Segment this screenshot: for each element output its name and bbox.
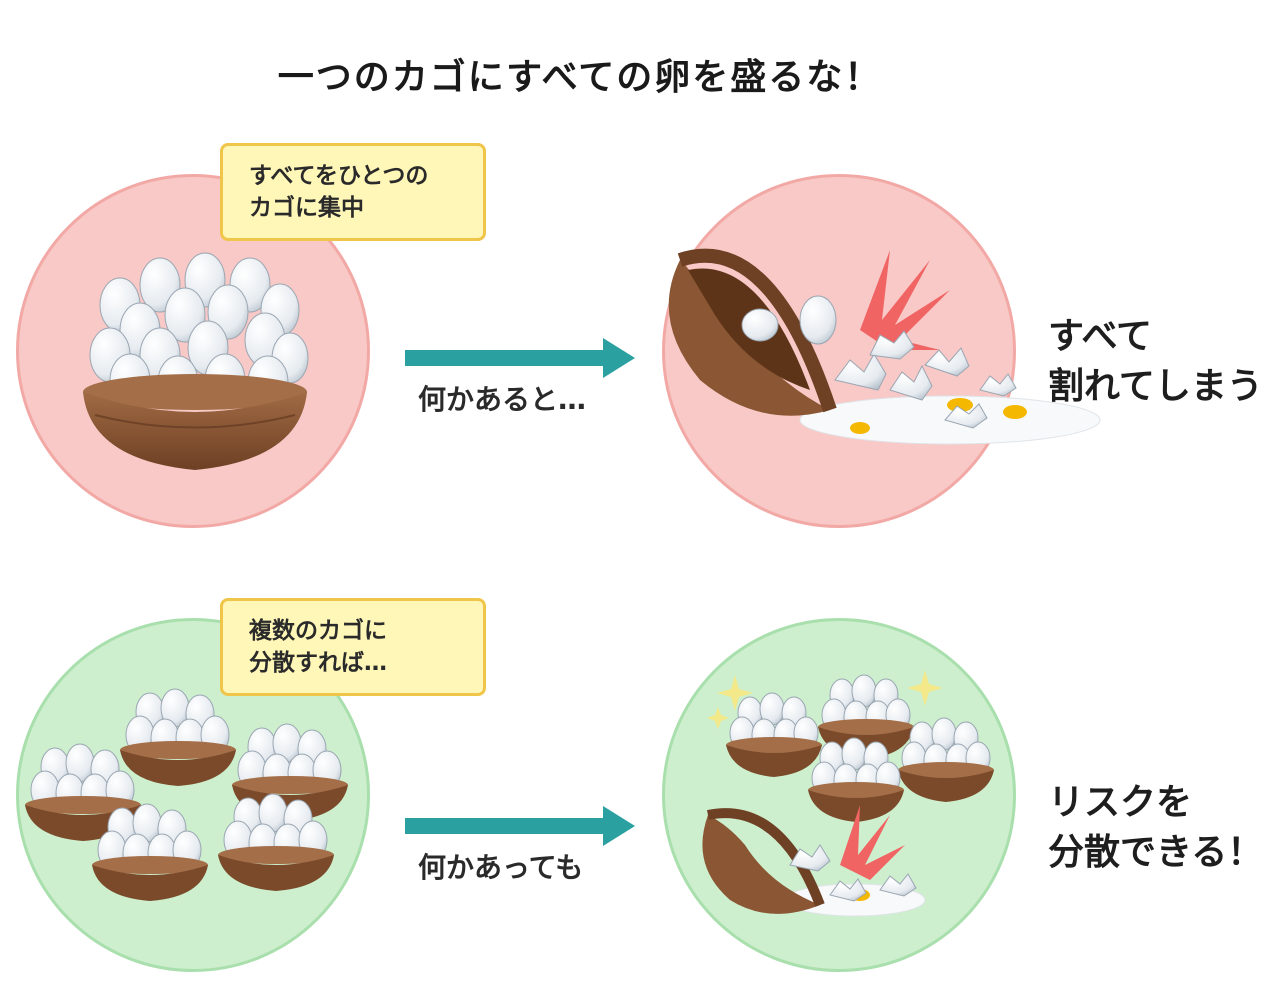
top-arrow-label: 何かあると… — [418, 383, 587, 416]
basket-icon — [897, 717, 995, 803]
full-basket-illustration — [83, 252, 309, 470]
sparkle-icon — [707, 670, 943, 729]
top-result-text: すべて 割れてしまう — [1048, 316, 1263, 407]
concentrate-callout: すべてをひとつの カゴに集中 — [220, 143, 486, 241]
risk-spread-illustration — [702, 670, 995, 917]
bottom-result-text: リスクを 分散できる！ — [1048, 782, 1264, 873]
cracked-shells — [741, 295, 1017, 429]
basket-icon — [91, 803, 209, 902]
basket-icon — [119, 688, 237, 787]
bottom-arrow — [405, 806, 635, 846]
broken-eggs-illustration — [668, 248, 1101, 445]
top-arrow — [405, 338, 635, 378]
cracked-shells — [789, 844, 917, 902]
diversify-callout: 複数のカゴに 分散すれば… — [220, 598, 486, 696]
multiple-baskets-illustration — [24, 688, 349, 902]
splash-burst-icon — [840, 805, 905, 880]
basket-icon — [725, 692, 823, 778]
basket-icon — [83, 374, 307, 470]
bottom-arrow-label: 何かあっても — [418, 851, 584, 884]
tipped-basket-icon — [702, 808, 825, 914]
diagram-title: 一つのカゴにすべての卵を盛るな！ — [277, 57, 883, 98]
splash-burst-icon — [860, 250, 950, 350]
